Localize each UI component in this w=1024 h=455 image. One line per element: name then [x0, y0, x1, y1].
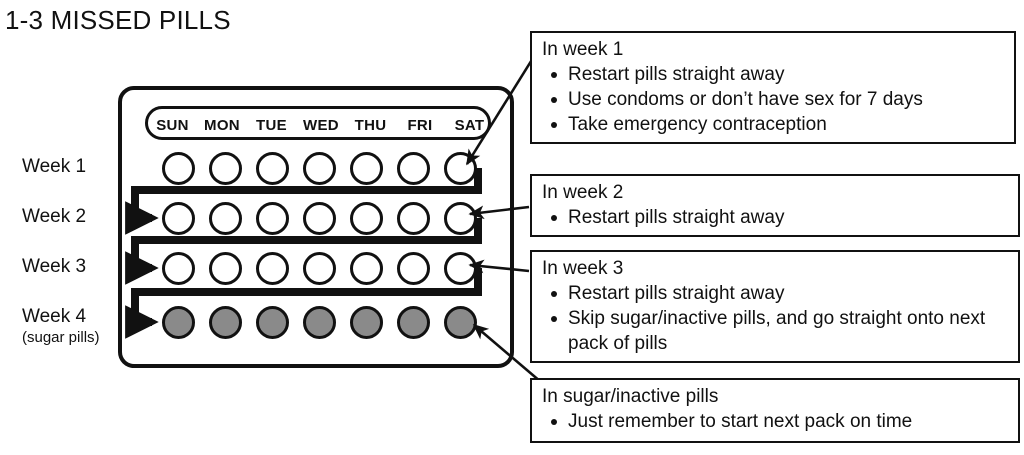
- pill-w3-tue[interactable]: [256, 252, 289, 285]
- pill-w4-mon[interactable]: [209, 306, 242, 339]
- page-title: 1-3 MISSED PILLS: [5, 5, 231, 35]
- week-label-1-text: Week 1: [22, 156, 87, 177]
- callout-week1-item-1: Use condoms or don’t have sex for 7 days: [542, 87, 1006, 112]
- pill-w3-mon[interactable]: [209, 252, 242, 285]
- week-label-2-text: Week 2: [22, 206, 87, 227]
- pill-w2-thu[interactable]: [350, 202, 383, 235]
- week-label-4: Week 4 (sugar pills): [22, 306, 100, 346]
- callout-week3-item-0: Restart pills straight away: [542, 281, 1010, 306]
- pill-w4-sun[interactable]: [162, 306, 195, 339]
- callout-sugar: In sugar/inactive pills Just remember to…: [530, 378, 1020, 443]
- day-header-mon: MON: [204, 117, 240, 134]
- pill-w2-fri[interactable]: [397, 202, 430, 235]
- pill-w1-thu[interactable]: [350, 152, 383, 185]
- week-label-3-text: Week 3: [22, 256, 87, 277]
- callout-week2: In week 2 Restart pills straight away: [530, 174, 1020, 237]
- day-header-sun: SUN: [156, 117, 189, 134]
- callout-week2-heading: In week 2: [542, 182, 624, 203]
- pill-w1-wed[interactable]: [303, 152, 336, 185]
- callout-week3-item-1: Skip sugar/inactive pills, and go straig…: [542, 306, 1010, 356]
- pill-w1-mon[interactable]: [209, 152, 242, 185]
- pill-w4-fri[interactable]: [397, 306, 430, 339]
- week-label-1: Week 1: [22, 156, 86, 178]
- day-header-tue: TUE: [256, 117, 287, 134]
- week-label-3: Week 3: [22, 256, 86, 278]
- pill-w1-tue[interactable]: [256, 152, 289, 185]
- pill-w2-tue[interactable]: [256, 202, 289, 235]
- week-label-4-sub: (sugar pills): [22, 329, 100, 346]
- day-header-thu: THU: [354, 117, 387, 134]
- callout-sugar-item-0: Just remember to start next pack on time: [542, 409, 1010, 434]
- pill-w4-wed[interactable]: [303, 306, 336, 339]
- pill-w3-fri[interactable]: [397, 252, 430, 285]
- callout-week1-heading: In week 1: [542, 39, 624, 60]
- pill-w3-sun[interactable]: [162, 252, 195, 285]
- pill-w3-wed[interactable]: [303, 252, 336, 285]
- pill-w1-sun[interactable]: [162, 152, 195, 185]
- callout-week1-list: Restart pills straight away Use condoms …: [542, 62, 1006, 137]
- callout-week1: In week 1 Restart pills straight away Us…: [530, 31, 1016, 144]
- callout-week3: In week 3 Restart pills straight away Sk…: [530, 250, 1020, 363]
- callout-week3-list: Restart pills straight away Skip sugar/i…: [542, 281, 1010, 356]
- callout-week2-list: Restart pills straight away: [542, 205, 1010, 230]
- callout-sugar-heading: In sugar/inactive pills: [542, 386, 719, 407]
- callout-week1-item-0: Restart pills straight away: [542, 62, 1006, 87]
- callout-week2-item-0: Restart pills straight away: [542, 205, 1010, 230]
- pill-w4-tue[interactable]: [256, 306, 289, 339]
- pill-w3-thu[interactable]: [350, 252, 383, 285]
- pill-w4-sat[interactable]: [444, 306, 477, 339]
- pill-w1-fri[interactable]: [397, 152, 430, 185]
- day-header-fri: FRI: [407, 117, 433, 134]
- pill-w2-sun[interactable]: [162, 202, 195, 235]
- callout-week3-heading: In week 3: [542, 258, 624, 279]
- pill-w4-thu[interactable]: [350, 306, 383, 339]
- day-header-bar: SUN MON TUE WED THU FRI SAT: [145, 106, 491, 140]
- pill-w2-wed[interactable]: [303, 202, 336, 235]
- pill-w2-mon[interactable]: [209, 202, 242, 235]
- week-label-4-text: Week 4: [22, 306, 87, 327]
- pill-w3-sat[interactable]: [444, 252, 477, 285]
- week-label-2: Week 2: [22, 206, 86, 228]
- callout-sugar-list: Just remember to start next pack on time: [542, 409, 1010, 434]
- day-header-sat: SAT: [454, 117, 485, 134]
- pill-w2-sat[interactable]: [444, 202, 477, 235]
- callout-week1-item-2: Take emergency contraception: [542, 112, 1006, 137]
- day-header-wed: WED: [303, 117, 339, 134]
- pill-w1-sat[interactable]: [444, 152, 477, 185]
